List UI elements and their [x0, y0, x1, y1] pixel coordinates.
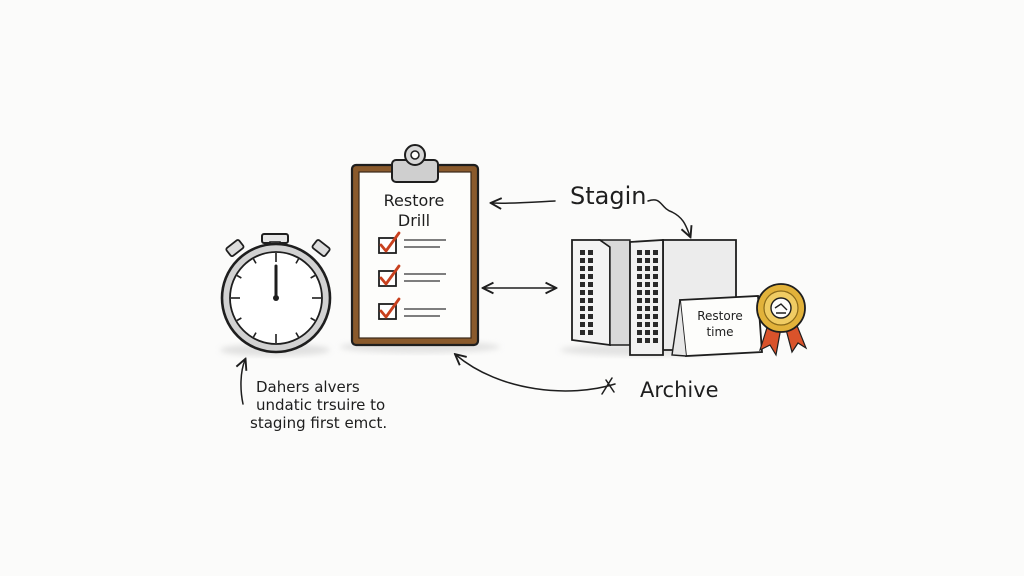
server-vent — [580, 250, 585, 255]
server-vent — [588, 306, 593, 311]
server-vent — [653, 338, 658, 343]
stopwatch-tick — [236, 274, 242, 279]
server-vent — [580, 266, 585, 271]
clipboard-icon — [340, 144, 500, 353]
server-vent — [588, 250, 593, 255]
server-vent — [653, 298, 658, 303]
checklist-item — [378, 297, 446, 320]
server-vent — [580, 314, 585, 319]
arrow-note-to-stopwatch — [241, 360, 245, 405]
archive-mark-icon — [601, 377, 615, 395]
server-vent — [653, 314, 658, 319]
clipboard-title-line1: Restore — [384, 191, 445, 210]
server-vent — [580, 290, 585, 295]
server-vent — [637, 250, 642, 255]
server-vent — [580, 258, 585, 263]
stopwatch-tick — [295, 332, 300, 338]
stopwatch-tick — [310, 317, 316, 322]
server-vent — [637, 338, 642, 343]
server-vent — [637, 266, 642, 271]
check-mark-icon — [379, 297, 401, 319]
server-vent — [645, 338, 650, 343]
server-vent — [588, 274, 593, 279]
server-vent — [588, 258, 593, 263]
server-vent — [588, 298, 593, 303]
sign-line2: time — [706, 325, 733, 339]
clipboard-title-line2: Drill — [398, 211, 430, 230]
stopwatch-icon — [220, 233, 332, 356]
connector-arrows — [241, 199, 690, 405]
server-vent — [580, 282, 585, 287]
server-vent — [645, 330, 650, 335]
archive-label: Archive — [640, 378, 719, 402]
server-vent — [653, 282, 658, 287]
server-vent — [637, 306, 642, 311]
note: Dahers alvers undatic trsuire to staging… — [250, 378, 387, 432]
server-vent — [637, 274, 642, 279]
server-vent — [637, 258, 642, 263]
server-vent — [653, 250, 658, 255]
note-line2: undatic trsuire to — [256, 396, 385, 414]
arrow-archive-to-clipboard — [456, 355, 616, 392]
server-vent — [645, 274, 650, 279]
server-vent — [580, 330, 585, 335]
server-vent — [645, 314, 650, 319]
server-vent — [580, 274, 585, 279]
server-vent — [653, 274, 658, 279]
server-vent — [653, 330, 658, 335]
stopwatch-tick — [252, 332, 257, 338]
checklist-item — [378, 264, 446, 287]
server-vent — [637, 314, 642, 319]
server-vent — [645, 306, 650, 311]
server-vent — [653, 322, 658, 327]
server-vent — [588, 266, 593, 271]
server-vent — [637, 290, 642, 295]
sign-line1: Restore — [697, 309, 743, 323]
server-vent — [637, 298, 642, 303]
staging-label: Stagin — [570, 182, 646, 210]
check-mark-icon — [379, 231, 401, 253]
server-vent — [637, 322, 642, 327]
server-vent — [580, 306, 585, 311]
award-medal-icon — [756, 283, 808, 357]
server-vent — [653, 266, 658, 271]
server-vent — [653, 306, 658, 311]
server-vent — [645, 282, 650, 287]
server-vent — [645, 266, 650, 271]
server-vent — [588, 282, 593, 287]
note-line3: staging first emct. — [250, 414, 387, 432]
server-vent — [580, 298, 585, 303]
server-vent — [588, 290, 593, 295]
stopwatch-tick — [236, 317, 242, 322]
server-vent — [645, 290, 650, 295]
server-vent — [580, 322, 585, 327]
stopwatch-tick — [310, 274, 316, 279]
server-vent — [637, 282, 642, 287]
server-vent — [588, 322, 593, 327]
checklist-item — [378, 231, 446, 254]
restore-time-sign — [671, 295, 763, 357]
check-mark-icon — [379, 264, 401, 286]
server-vent — [653, 290, 658, 295]
server-vent — [653, 258, 658, 263]
arrow-staging-to-servers — [647, 199, 690, 236]
server-vent — [588, 314, 593, 319]
stopwatch-tick — [252, 258, 257, 264]
note-line1: Dahers alvers — [256, 378, 360, 396]
server-vent — [588, 330, 593, 335]
server-vent — [637, 330, 642, 335]
stopwatch-tick — [295, 258, 300, 264]
server-vent — [645, 250, 650, 255]
server-vent — [645, 298, 650, 303]
server-vent — [645, 258, 650, 263]
checklist — [378, 231, 446, 320]
arrow-staging-to-clipboard — [492, 201, 556, 203]
server-vent — [645, 322, 650, 327]
